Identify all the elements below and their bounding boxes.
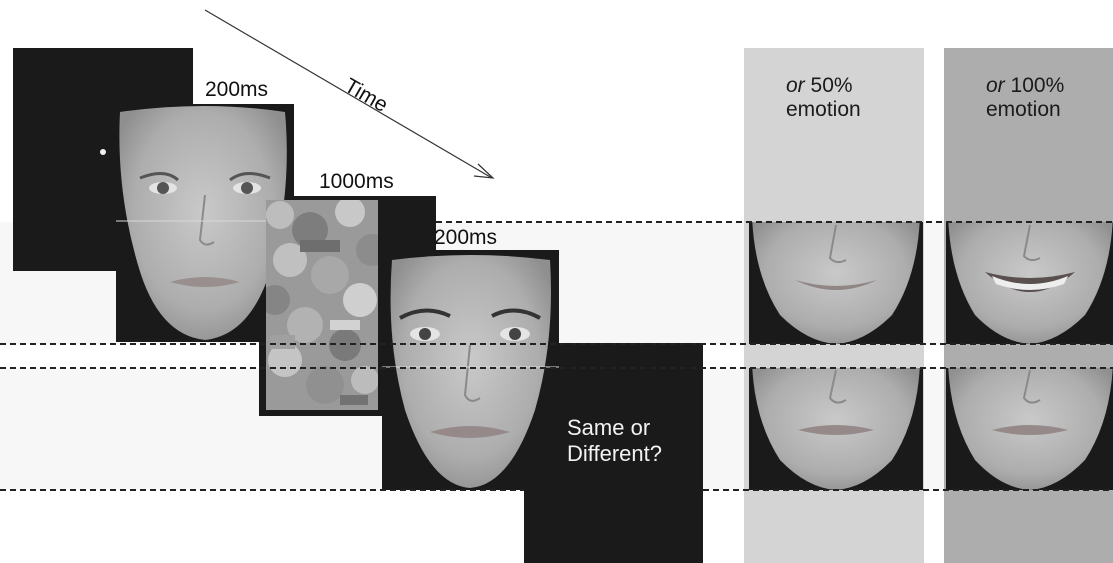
response-line-2: Different? xyxy=(567,441,662,466)
condition-50-value: 50% xyxy=(810,74,853,97)
condition-50-heading: or 50% emotion xyxy=(786,74,861,122)
noise-mask xyxy=(266,200,378,410)
fixation-dot xyxy=(100,149,106,155)
duration-label-1: 200ms xyxy=(205,78,269,101)
condition-100-heading: or 100% emotion xyxy=(986,74,1064,122)
response-line-1: Same or xyxy=(567,415,651,440)
condition-100-prefix: or xyxy=(986,74,1005,97)
duration-label-3: 200ms xyxy=(434,226,498,249)
time-arrow-icon xyxy=(204,9,495,179)
response-question: Same or Different? xyxy=(567,415,662,467)
lower-face-50 xyxy=(752,368,920,490)
condition-100-suffix: emotion xyxy=(986,98,1061,121)
test-face xyxy=(382,255,559,488)
dashed-boundaries xyxy=(0,221,1113,491)
condition-50-prefix: or xyxy=(786,74,805,97)
study-face xyxy=(116,106,294,340)
condition-100-value: 100% xyxy=(1010,74,1065,97)
upper-face-50 xyxy=(752,222,920,344)
lower-face-100 xyxy=(948,368,1113,490)
upper-face-100 xyxy=(948,222,1113,344)
condition-50-suffix: emotion xyxy=(786,98,861,121)
duration-label-2: 1000ms xyxy=(319,170,394,193)
response-screen xyxy=(524,343,703,563)
